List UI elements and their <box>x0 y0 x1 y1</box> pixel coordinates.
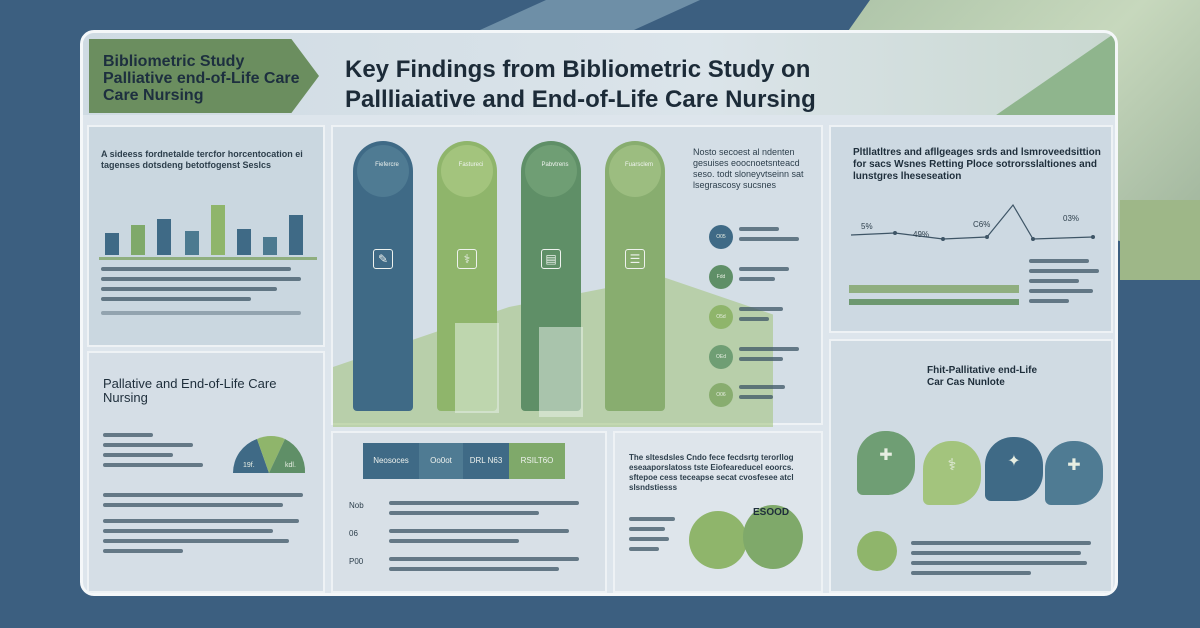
care-icon: ⚕ <box>457 249 477 269</box>
document-icon: ✎ <box>373 249 393 269</box>
header-tag-line: Palliative end-of-Life Care <box>103 70 300 87</box>
speech-bubble: ✦ <box>985 437 1043 501</box>
building-illustration <box>455 323 499 413</box>
pillar-label: Fuarsclem <box>624 162 653 168</box>
pillar-label: Fiefercre <box>375 162 399 168</box>
pillar-label: Fastureci <box>458 162 484 168</box>
bar <box>185 231 199 255</box>
palliative-panel: Pallative and End-of-Life Care Nursing 1… <box>87 351 325 593</box>
row-key: 06 <box>349 529 358 538</box>
panel-title-line: Fhit-Pallitative end-Life <box>927 365 1038 376</box>
text-block <box>1029 259 1105 309</box>
infographic-board: Bibliometric Study Palliative end-of-Lif… <box>80 30 1118 596</box>
pillar-head: Fastureci <box>441 145 493 197</box>
panel-title: Pallative and End-of-Life Care Nursing <box>103 377 276 405</box>
speech-panel: Fhit-Pallitative end-Life Car Cas Nunlot… <box>829 339 1113 593</box>
header: Bibliometric Study Palliative end-of-Lif… <box>83 33 1115 115</box>
header-tag-line: Bibliometric Study <box>103 53 245 70</box>
page-title: Key Findings from Bibliometric Study on … <box>345 55 816 115</box>
speech-bubble <box>689 511 747 569</box>
bar <box>237 229 251 255</box>
star-icon: ✦ <box>1007 453 1021 470</box>
gauge-chart: 19f. kdl. <box>232 436 306 473</box>
progress-strip <box>849 299 1019 305</box>
data-label: 5% <box>861 222 873 231</box>
row-key: P00 <box>349 557 364 566</box>
pillar-head: Fuarsclem <box>609 145 661 197</box>
panel-title: Fhit-Pallitative end-Life Car Cas Nunlot… <box>927 365 1037 389</box>
tab: Oo0ot <box>419 443 463 479</box>
panel-title-line: Pallative and End-of-Life Care <box>103 376 277 391</box>
header-decoration <box>996 33 1115 115</box>
header-tag: Bibliometric Study Palliative end-of-Lif… <box>89 39 319 113</box>
panel-heading: A sideess fordnetalde tercfor horcentoca… <box>101 149 303 170</box>
data-label: 03% <box>1063 214 1079 223</box>
node-circle: OEd <box>709 345 733 369</box>
clipboard-icon: ☰ <box>625 249 645 269</box>
bar <box>157 219 171 255</box>
data-label: 49% <box>913 230 929 239</box>
chart-icon: ▤ <box>541 249 561 269</box>
bar <box>105 233 119 255</box>
node-circle: O06 <box>709 383 733 407</box>
tabs-panel: Neosoces Oo0ot DRL N63 RSILT6O Nob 06 P0… <box>331 431 607 593</box>
pillars-panel: Fiefercre ✎ Fastureci ⚕ Pabvtrens ▤ Fuar… <box>331 125 823 427</box>
bubble-label: ESOOD <box>753 507 790 518</box>
row-key: Nob <box>349 501 364 510</box>
panel-title-line: Nursing <box>103 390 148 405</box>
medical-icon: ⚕ <box>947 457 957 474</box>
tab: Neosoces <box>363 443 419 479</box>
pillar: Fuarsclem ☰ <box>605 141 665 411</box>
node-circle: Fdd <box>709 265 733 289</box>
bubbles-panel: The sltesdsles Cndo fece fecdsrtg terorl… <box>613 431 823 593</box>
tab: RSILT6O <box>509 443 565 479</box>
bar <box>131 225 145 255</box>
building-illustration <box>539 327 583 417</box>
side-text: Nosto secoest al ndenten gesuises eoocno… <box>693 147 804 190</box>
panel-heading: The sltesdsles Cndo fece fecdsrtg terorl… <box>629 453 794 492</box>
text-block <box>101 267 311 321</box>
page-title-line: Pallliaiative and End-of-Life Care Nursi… <box>345 86 816 113</box>
speech-bubble: ✚ <box>1045 441 1103 505</box>
line-chart: 5% C6% 49% 03% <box>850 203 1095 241</box>
speech-bubble: ✚ <box>857 431 915 495</box>
background-shape <box>1120 200 1200 280</box>
bar <box>211 205 225 255</box>
text-block <box>911 541 1101 581</box>
pillar: Fiefercre ✎ <box>353 141 413 411</box>
baseline <box>99 257 317 260</box>
check-circle-icon <box>857 531 897 571</box>
data-label: C6% <box>973 220 990 229</box>
cross-icon: ✚ <box>1067 457 1081 474</box>
text-block <box>103 493 313 559</box>
header-tag-line: Care Nursing <box>103 87 204 104</box>
speech-bubble <box>743 505 803 569</box>
speech-bubble: ⚕ <box>923 441 981 505</box>
panel-title-line: Car Cas Nunlote <box>927 377 1005 388</box>
node-circle: O5d <box>709 305 733 329</box>
gauge-label: kdl. <box>285 462 296 469</box>
care-icon: ✚ <box>879 447 893 464</box>
bar <box>263 237 277 255</box>
tab: DRL N63 <box>463 443 509 479</box>
line-chart-panel: Pltllatltres and afllgeages srds and lsm… <box>829 125 1113 333</box>
panel-heading: Pltllatltres and afllgeages srds and lsm… <box>853 147 1101 182</box>
gauge-label: 19f. <box>243 462 255 469</box>
page-title-line: Key Findings from Bibliometric Study on <box>345 56 811 83</box>
bar <box>289 215 303 255</box>
pillar-head: Pabvtrens <box>525 145 577 197</box>
node-circle: O05 <box>709 225 733 249</box>
bar-chart-panel: A sideess fordnetalde tercfor horcentoca… <box>87 125 325 347</box>
pillar-head: Fiefercre <box>357 145 409 197</box>
text-block <box>103 433 213 473</box>
pillar-label: Pabvtrens <box>541 162 569 168</box>
progress-strip <box>849 285 1019 293</box>
